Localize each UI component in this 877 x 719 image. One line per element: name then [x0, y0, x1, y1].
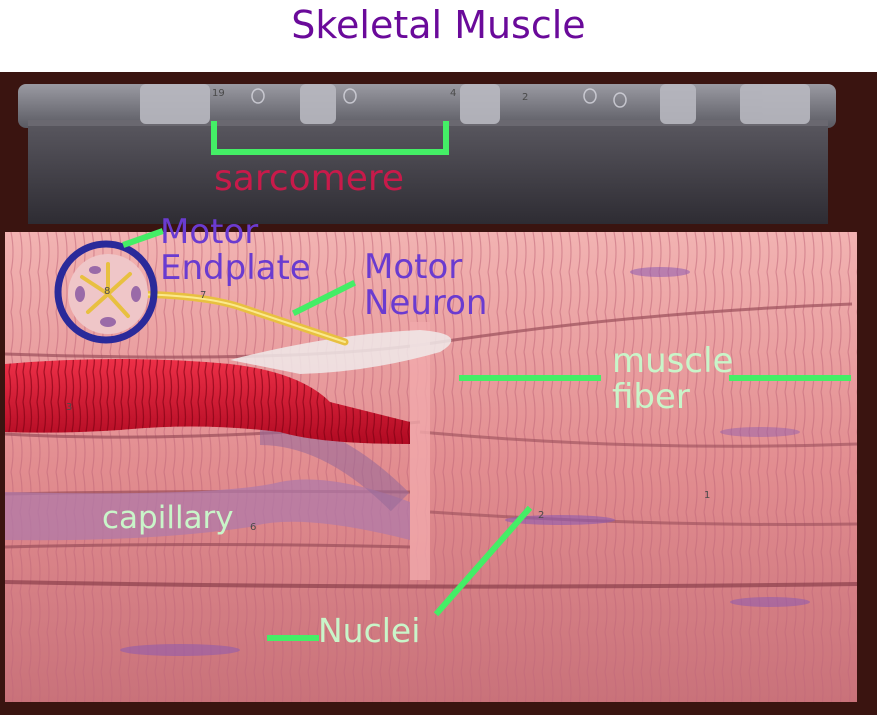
nuclei-pointer-upper [433, 505, 533, 617]
motor-neuron-pointer [291, 279, 357, 317]
motor-endplate-label-line: Endplate [160, 247, 311, 288]
model-marker: 3 [66, 402, 73, 413]
page-title: Skeletal Muscle [291, 3, 586, 47]
endplate-highlight-circle [54, 240, 158, 344]
sarcomere-bracket [211, 121, 449, 155]
muscle-fiber-label-line: muscle [612, 341, 734, 381]
label-pointers [122, 121, 851, 641]
capillary-label: capillary [102, 500, 234, 536]
motor-neuron-label-line: Neuron [364, 282, 488, 323]
motor-neuron-label-line: Motor [364, 247, 463, 287]
muscle-model-figure: 19 4 2 8 7 3 1 2 6 [0, 72, 877, 715]
muscle-fiber-label: muscle fiber [612, 341, 734, 417]
model-marker: 6 [250, 522, 257, 533]
model-marker: 1 [704, 490, 711, 501]
nuclei-label: Nuclei [318, 611, 421, 650]
model-marker: 2 [522, 92, 529, 103]
motor-endplate-label-line: Motor [160, 212, 259, 252]
muscle-model-illustration [0, 72, 877, 715]
sarcomere-label: sarcomere [214, 158, 405, 199]
model-marker: 4 [450, 88, 457, 99]
model-marker: 7 [200, 290, 207, 301]
model-marker: 2 [538, 510, 545, 521]
motor-endplate-pointer [122, 228, 164, 248]
motor-neuron-label: Motor Neuron [364, 247, 488, 323]
model-marker: 8 [104, 286, 111, 297]
myofibril-band [18, 84, 836, 224]
motor-endplate-label: Motor Endplate [160, 212, 311, 288]
model-marker: 19 [212, 88, 225, 99]
muscle-fiber-label-line: fiber [612, 376, 690, 417]
